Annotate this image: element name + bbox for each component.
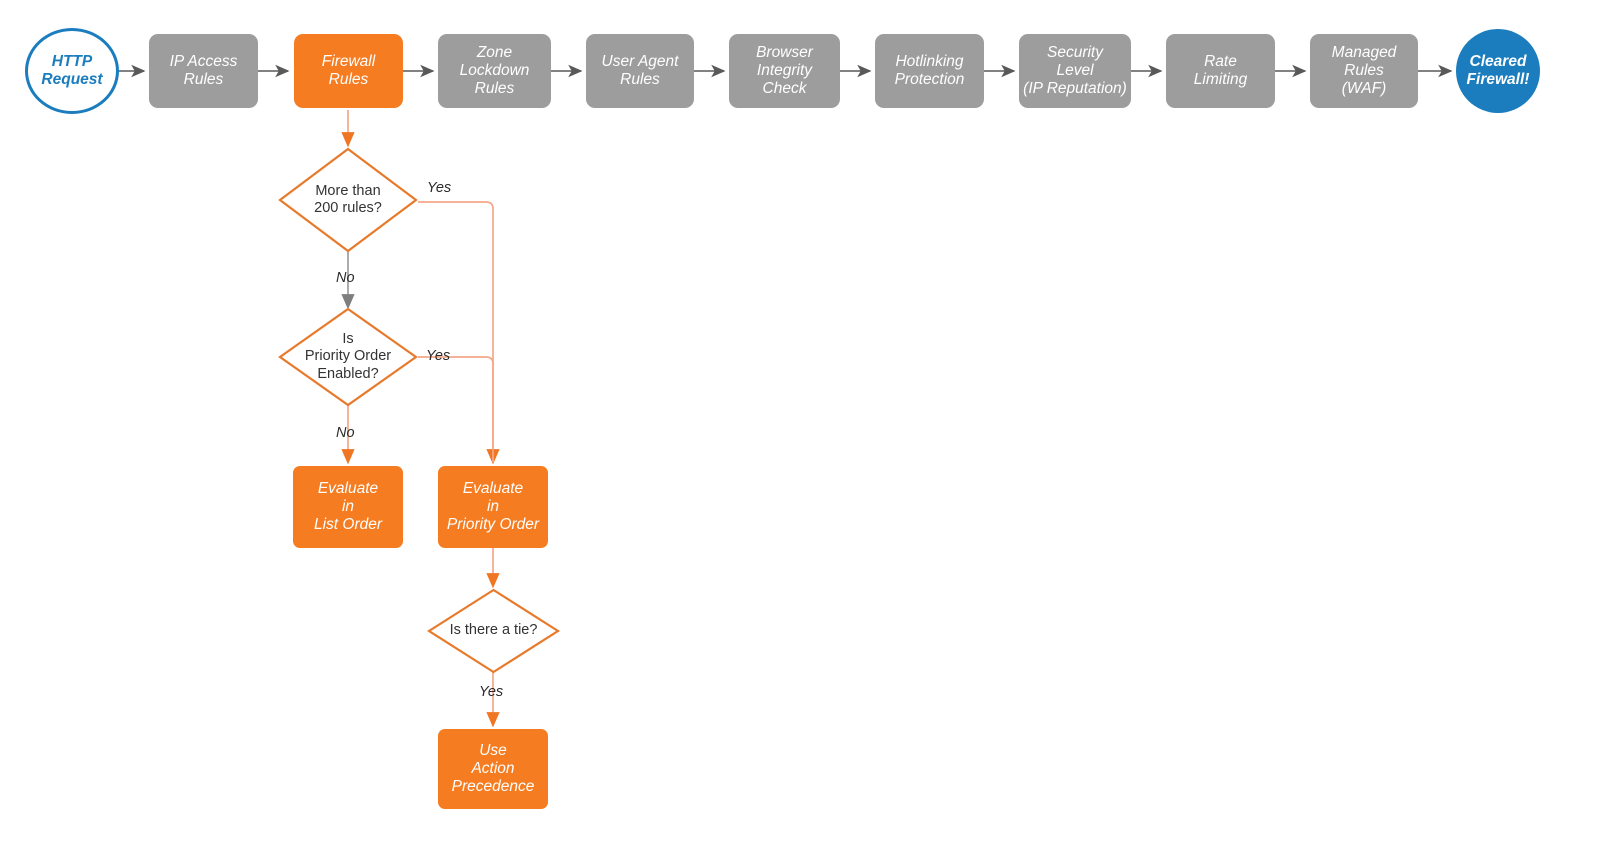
node-cleared-firewall[interactable]: Cleared Firewall! — [1456, 29, 1540, 113]
edge-label-more-than-200-no: No — [336, 270, 355, 286]
node-more-than-200-rules[interactable]: More than 200 rules? — [278, 147, 418, 253]
edge-label-more-than-200-yes: Yes — [427, 180, 452, 196]
node-cleared-firewall-label: Cleared Firewall! — [1466, 52, 1530, 88]
more-than-200-rules-shape — [278, 147, 418, 253]
node-ip-access-rules-label: IP Access Rules — [169, 52, 238, 88]
node-evaluate-priority-order-label: Evaluate in Priority Order — [446, 479, 540, 534]
node-is-there-a-tie[interactable]: Is there a tie? — [427, 588, 560, 674]
node-rate-limiting-label: Rate Limiting — [1193, 52, 1248, 88]
node-is-there-a-tie-label: Is there a tie? — [449, 622, 538, 639]
node-evaluate-list-order[interactable]: Evaluate in List Order — [293, 466, 403, 548]
is-there-a-tie-shape — [427, 588, 560, 674]
node-rate-limiting[interactable]: Rate Limiting — [1166, 34, 1275, 108]
node-browser-integrity-check[interactable]: Browser Integrity Check — [729, 34, 840, 108]
node-http-request[interactable]: HTTP Request — [25, 28, 119, 114]
node-zone-lockdown-rules-label: Zone Lockdown Rules — [459, 43, 530, 98]
node-http-request-label: HTTP Request — [41, 52, 103, 88]
node-is-priority-order-enabled-label: Is Priority Order Enabled? — [304, 330, 392, 382]
node-evaluate-list-order-label: Evaluate in List Order — [313, 479, 383, 534]
is-priority-order-enabled-shape — [278, 307, 418, 407]
node-zone-lockdown-rules[interactable]: Zone Lockdown Rules — [438, 34, 551, 108]
node-firewall-rules-label: Firewall Rules — [321, 52, 376, 88]
node-evaluate-priority-order[interactable]: Evaluate in Priority Order — [438, 466, 548, 548]
edge-label-tie-yes: Yes — [479, 684, 504, 700]
edge-label-priority-order-no: No — [336, 425, 355, 441]
node-more-than-200-rules-label: More than 200 rules? — [314, 182, 382, 216]
node-user-agent-rules[interactable]: User Agent Rules — [586, 34, 694, 108]
node-user-agent-rules-label: User Agent Rules — [601, 52, 679, 88]
node-managed-rules-waf[interactable]: Managed Rules (WAF) — [1310, 34, 1418, 108]
node-ip-access-rules[interactable]: IP Access Rules — [149, 34, 258, 108]
node-managed-rules-waf-label: Managed Rules (WAF) — [1331, 43, 1397, 98]
node-security-level-label: Security Level (IP Reputation) — [1023, 43, 1127, 98]
node-security-level[interactable]: Security Level (IP Reputation) — [1019, 34, 1131, 108]
node-hotlinking-protection-label: Hotlinking Protection — [894, 52, 965, 88]
node-use-action-precedence[interactable]: Use Action Precedence — [438, 729, 548, 809]
node-is-priority-order-enabled[interactable]: Is Priority Order Enabled? — [278, 307, 418, 407]
edge-label-priority-order-yes: Yes — [426, 348, 451, 364]
node-use-action-precedence-label: Use Action Precedence — [451, 741, 535, 796]
node-browser-integrity-check-label: Browser Integrity Check — [756, 43, 813, 98]
node-firewall-rules[interactable]: Firewall Rules — [294, 34, 403, 108]
node-hotlinking-protection[interactable]: Hotlinking Protection — [875, 34, 984, 108]
